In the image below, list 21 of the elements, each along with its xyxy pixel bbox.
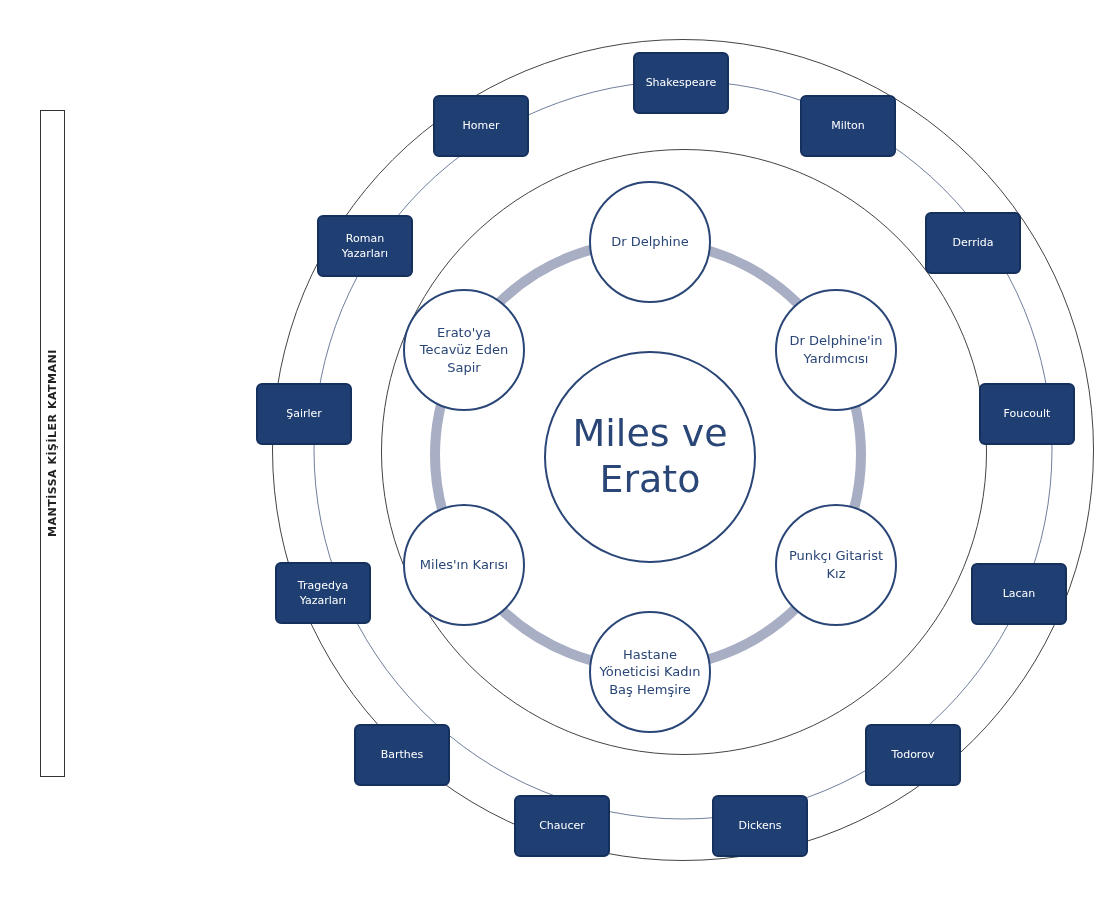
- author-box: Todorov: [865, 724, 961, 786]
- author-box: Chaucer: [514, 795, 610, 857]
- author-box: Lacan: [971, 563, 1067, 625]
- layer-label-box: MANTİSSA KİŞİLER KATMANI: [39, 109, 65, 777]
- character-circle: Miles'ın Karısı: [403, 504, 525, 626]
- author-box: Milton: [800, 95, 896, 157]
- character-circle: Erato'ya Tecavüz Eden Sapir: [403, 289, 525, 411]
- author-box: Derrida: [925, 212, 1021, 274]
- author-box: Şairler: [256, 383, 352, 445]
- author-box: Dickens: [712, 795, 808, 857]
- author-box: Shakespeare: [633, 52, 729, 114]
- author-box: Barthes: [354, 724, 450, 786]
- character-circle: Dr Delphine: [589, 181, 711, 303]
- character-circle: Punkçı Gitarist Kız: [775, 504, 897, 626]
- center-circle: Miles ve Erato: [544, 351, 756, 563]
- character-circle: Dr Delphine'in Yardımcısı: [775, 289, 897, 411]
- author-box: Homer: [433, 95, 529, 157]
- character-circle: Hastane Yöneticisi Kadın Baş Hemşire: [589, 611, 711, 733]
- author-box: Roman Yazarları: [317, 215, 413, 277]
- author-box: Tragedya Yazarları: [275, 562, 371, 624]
- author-box: Foucoult: [979, 383, 1075, 445]
